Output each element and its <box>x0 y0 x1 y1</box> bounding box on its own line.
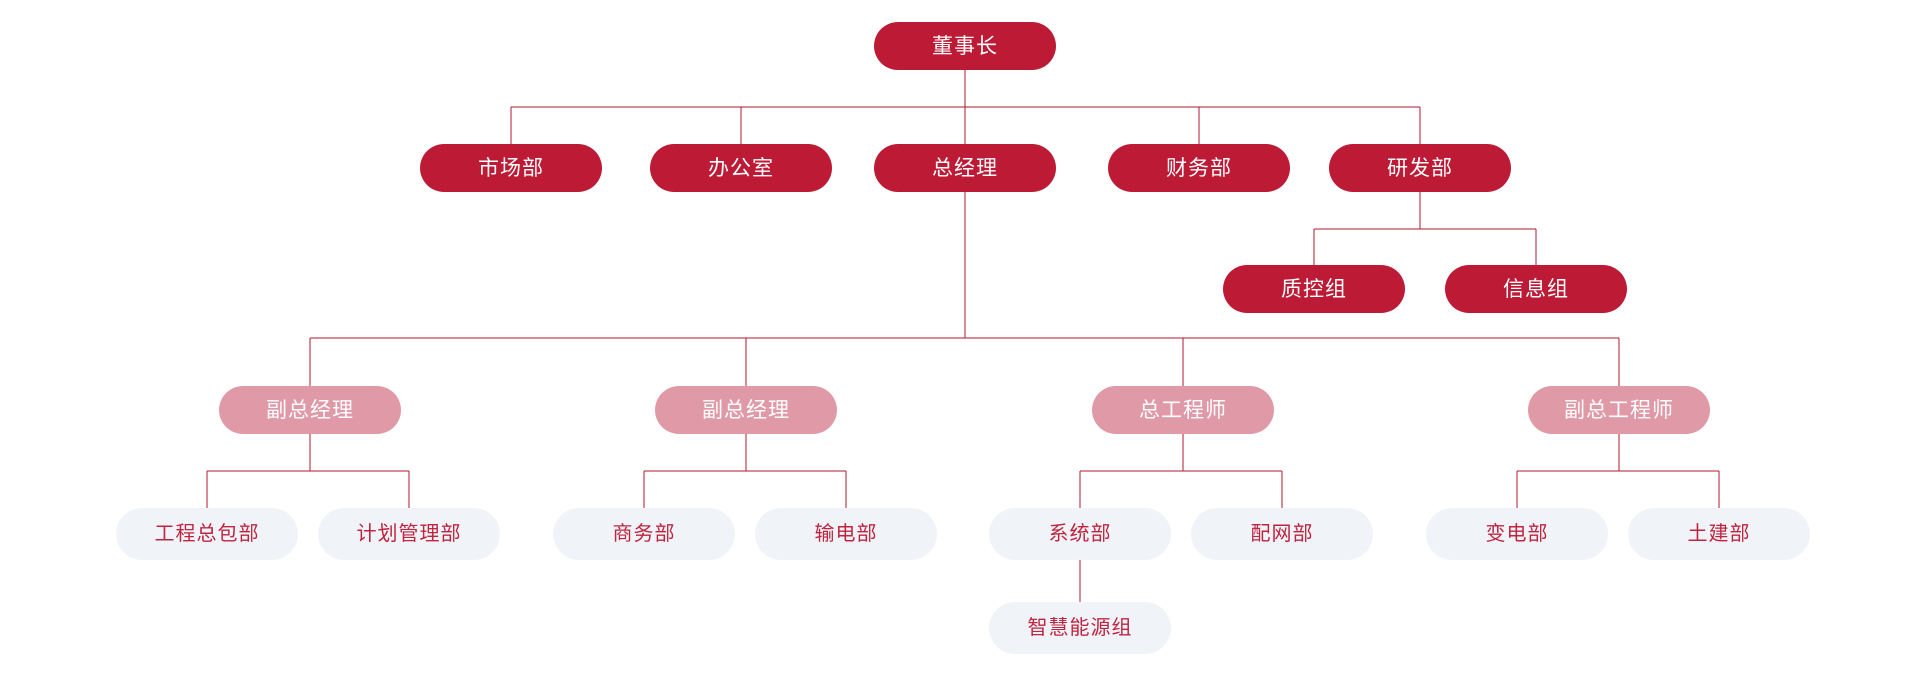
org-node-n15[interactable]: 商务部 <box>553 508 735 560</box>
org-node-n3[interactable]: 办公室 <box>650 144 832 192</box>
org-node-n6[interactable]: 研发部 <box>1329 144 1511 192</box>
org-node-n4[interactable]: 总经理 <box>874 144 1056 192</box>
org-node-n12[interactable]: 副总工程师 <box>1528 386 1710 434</box>
org-node-label: 土建部 <box>1687 523 1751 545</box>
org-node-label: 市场部 <box>478 156 544 180</box>
org-node-label: 系统部 <box>1048 523 1112 545</box>
org-node-n14[interactable]: 计划管理部 <box>318 508 500 560</box>
org-node-n21[interactable]: 智慧能源组 <box>989 602 1171 654</box>
org-node-n7[interactable]: 质控组 <box>1223 265 1405 313</box>
org-node-n5[interactable]: 财务部 <box>1108 144 1290 192</box>
org-node-n18[interactable]: 配网部 <box>1191 508 1373 560</box>
org-node-label: 副总经理 <box>266 398 354 422</box>
org-node-label: 工程总包部 <box>154 523 260 545</box>
org-node-n8[interactable]: 信息组 <box>1445 265 1627 313</box>
org-node-n1[interactable]: 董事长 <box>874 22 1056 70</box>
org-node-label: 董事长 <box>932 34 998 58</box>
org-node-n16[interactable]: 输电部 <box>755 508 937 560</box>
org-node-n2[interactable]: 市场部 <box>420 144 602 192</box>
org-node-label: 计划管理部 <box>356 523 462 545</box>
org-node-label: 信息组 <box>1503 277 1569 301</box>
org-node-label: 输电部 <box>814 523 878 545</box>
org-node-n9[interactable]: 副总经理 <box>219 386 401 434</box>
org-node-n10[interactable]: 副总经理 <box>655 386 837 434</box>
org-node-label: 商务部 <box>612 523 676 545</box>
org-node-label: 总经理 <box>932 156 998 180</box>
org-node-label: 智慧能源组 <box>1027 617 1133 639</box>
org-node-label: 办公室 <box>708 156 774 180</box>
org-node-label: 质控组 <box>1281 277 1347 301</box>
org-node-label: 财务部 <box>1166 156 1232 180</box>
org-node-n19[interactable]: 变电部 <box>1426 508 1608 560</box>
org-node-n11[interactable]: 总工程师 <box>1092 386 1274 434</box>
org-node-n17[interactable]: 系统部 <box>989 508 1171 560</box>
org-node-label: 研发部 <box>1387 156 1453 180</box>
org-node-label: 副总经理 <box>702 398 790 422</box>
org-node-n13[interactable]: 工程总包部 <box>116 508 298 560</box>
org-node-label: 配网部 <box>1250 523 1314 545</box>
org-node-label: 总工程师 <box>1139 398 1227 422</box>
org-node-n20[interactable]: 土建部 <box>1628 508 1810 560</box>
org-node-label: 副总工程师 <box>1564 398 1674 422</box>
org-node-label: 变电部 <box>1485 523 1549 545</box>
